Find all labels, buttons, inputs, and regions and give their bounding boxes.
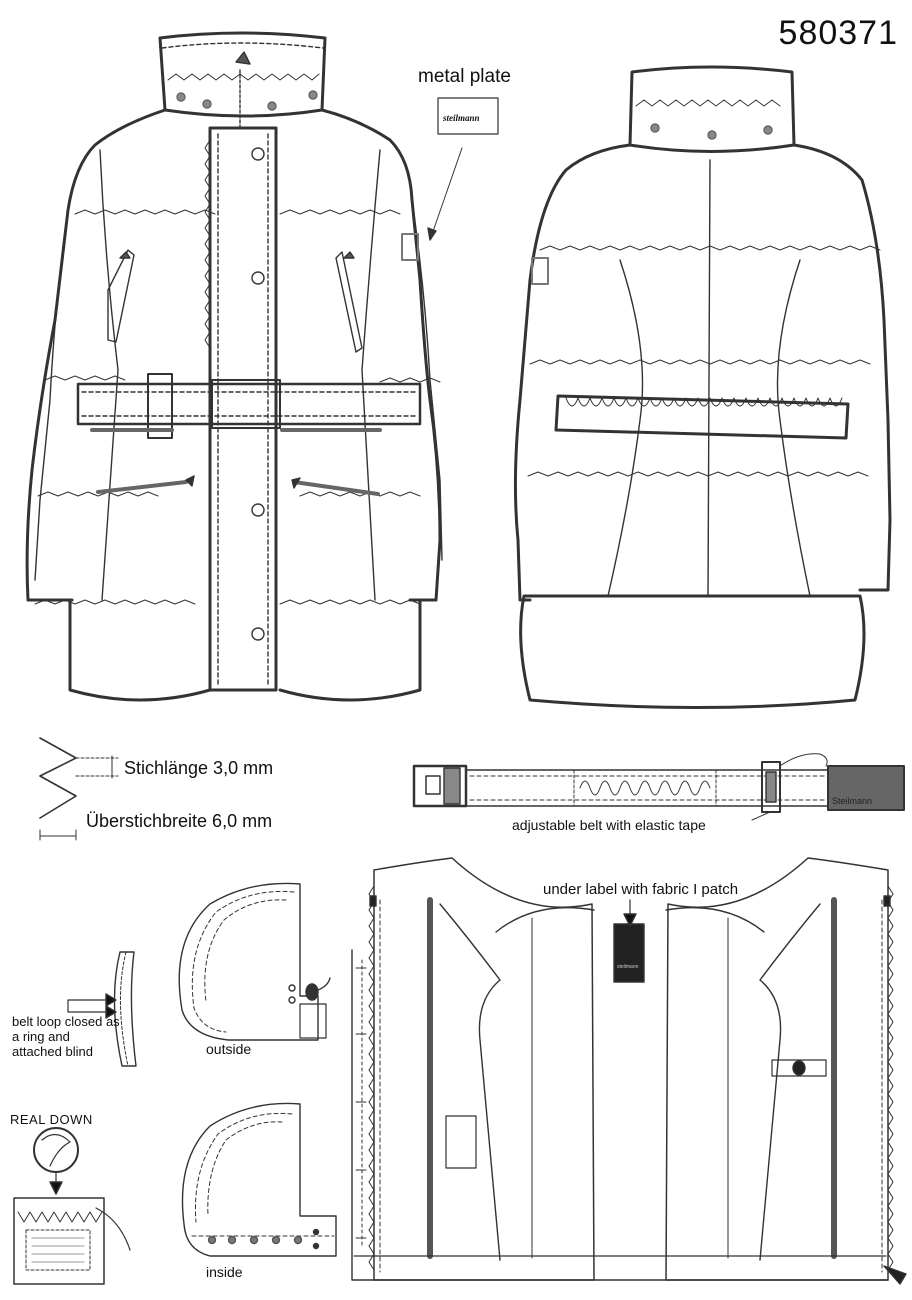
front-button-icons (251, 147, 265, 641)
belt-loop-label: belt loop closed as a ring and attached … (12, 1014, 120, 1059)
back-view (513, 65, 892, 709)
under-label-label: under label with fabric I patch (543, 881, 739, 898)
front-view (25, 31, 443, 702)
hood-inside-illustration (181, 1102, 337, 1257)
real-down-label: REAL DOWN (10, 1112, 93, 1127)
hood-outside-illustration (178, 882, 331, 1041)
belt-loop-illustration (67, 951, 137, 1067)
belt-illustration (412, 753, 905, 821)
lining-view (351, 857, 907, 1285)
stitch-width-label: Überstichbreite 6,0 mm (86, 811, 273, 831)
metal-plate-brand: steilmann (442, 113, 480, 123)
metal-plate-illustration (427, 97, 499, 241)
stitch-detail (39, 737, 119, 841)
under-label-brand: steilmann (617, 964, 639, 970)
metal-plate-label: metal plate (418, 66, 511, 87)
real-down-illustration (13, 1127, 131, 1285)
stitch-length-label: Stichlänge 3,0 mm (124, 758, 274, 778)
style-number: 580371 (778, 14, 898, 52)
hood-outside-label: outside (206, 1041, 252, 1057)
belt-label: adjustable belt with elastic tape (512, 817, 706, 833)
hood-inside-label: inside (206, 1264, 243, 1280)
belt-buckle-brand: Steilmann (832, 796, 872, 806)
